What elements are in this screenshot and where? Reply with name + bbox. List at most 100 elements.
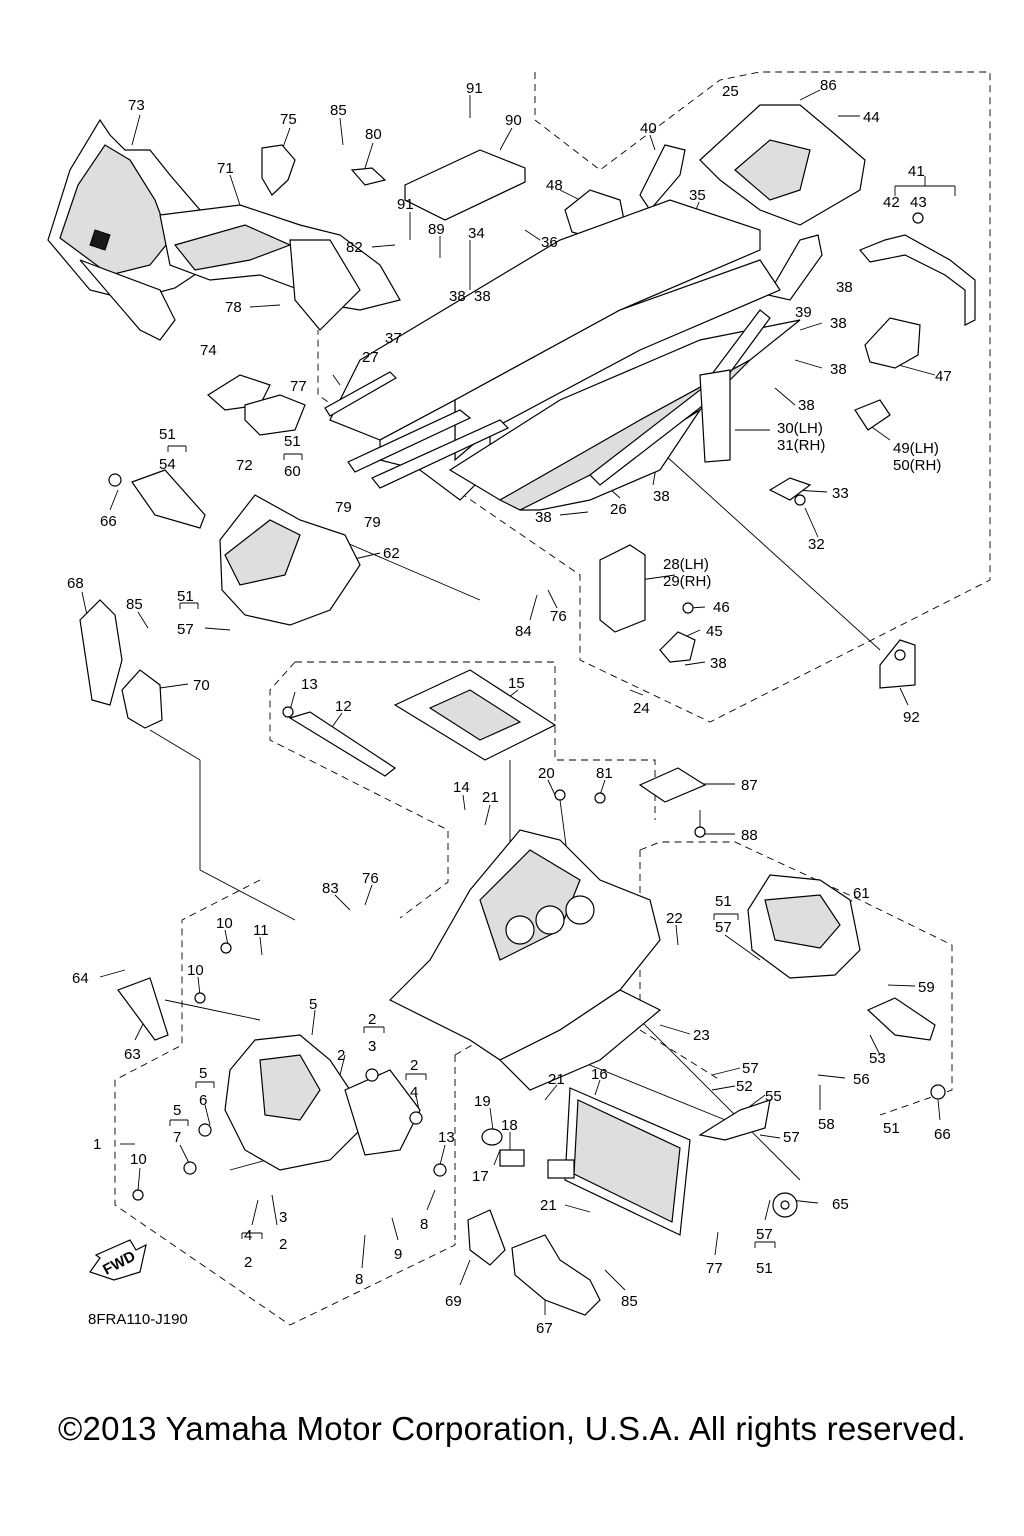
part-55-plate [698,1099,771,1141]
callout: 52 [736,1078,753,1095]
callout: 44 [863,109,880,126]
callout: 74 [200,342,217,359]
callout: 10 [216,915,233,932]
callout: 51 [159,426,176,443]
callout: 21 [548,1071,565,1088]
callout: 46 [713,599,730,616]
callout: 13 [301,676,318,693]
callout: 86 [820,77,837,94]
callout: 11 [253,922,269,939]
callout: 87 [741,777,758,794]
part-74-72-pads [206,374,306,436]
callout: 3 [279,1209,287,1226]
callout: 57 [177,621,194,638]
callout: 10 [130,1151,147,1168]
part-49-50-bracket [854,399,891,431]
callout: 69 [445,1293,462,1310]
callout: 36 [541,234,558,251]
callout: 55 [765,1088,782,1105]
fastener-icons [108,212,946,1201]
callout: 2 [279,1236,287,1253]
part-callouts: 91 90 86 25 44 73 85 80 75 40 71 48 35 4… [67,77,952,1337]
part-47-plate [864,317,921,369]
callout: 60 [284,463,301,480]
callout: 89 [428,221,445,238]
callout: 2 [368,1011,376,1028]
callout: 79 [364,514,381,531]
callout: 57 [783,1129,800,1146]
part-15-plate [393,669,557,761]
callout: 20 [538,765,555,782]
part-54-plate [131,469,206,529]
callout: 8 [355,1271,363,1288]
callout: 71 [217,160,234,177]
callout: 81 [596,765,613,782]
part-main-tunnel [329,199,801,511]
callout: 77 [706,1260,723,1277]
callout: 26 [610,501,627,518]
part-80-stay [350,167,387,186]
callout: 28(LH) [663,556,709,573]
callout: 57 [715,919,732,936]
part-79-rails [347,409,510,489]
callout: 45 [706,623,723,640]
callout: 78 [225,299,242,316]
callout: 33 [832,485,849,502]
callout: 5 [309,996,317,1013]
callout: 64 [72,970,89,987]
callout: 92 [903,709,920,726]
callout: 72 [236,457,253,474]
callout: 15 [508,675,525,692]
callout: 38 [830,361,847,378]
callout: 23 [693,1027,710,1044]
part-41-tube [859,234,976,326]
part-65-hub [772,1192,798,1218]
callout: 30(LH) [777,420,823,437]
callout: 6 [199,1092,207,1109]
callout: 4 [410,1084,418,1101]
callout: 18 [501,1117,518,1134]
callout: 58 [818,1116,835,1133]
diagram-code: 8FRA110-J190 [88,1311,188,1328]
callout: 91 [397,196,414,213]
part-40-bracket [639,144,686,211]
callout: 24 [633,700,650,717]
callout: 2 [337,1047,345,1064]
part-17-18-19 [481,1128,575,1179]
callout: 61 [853,885,870,902]
part-45-plate [659,631,696,663]
callout: 79 [335,499,352,516]
part-39-gusset [767,234,823,301]
callout: 29(RH) [663,573,711,590]
callout: 5 [173,1102,181,1119]
callout: 38 [474,288,491,305]
callout: 38 [836,279,853,296]
part-30-31-bracket [699,369,731,463]
callout: 38 [710,655,727,672]
part-33-plate [768,477,812,501]
callout: 10 [187,962,204,979]
callout: 77 [290,378,307,395]
callout: 90 [505,112,522,129]
callout: 47 [935,368,952,385]
callout: 34 [468,225,485,242]
callout: 85 [621,1293,638,1310]
callout: 70 [193,677,210,694]
callout: 27 [362,349,379,366]
callout: 51 [756,1260,773,1277]
callout: 76 [550,608,567,625]
callout: 1 [93,1136,101,1153]
exploded-parts-diagram: FWD 91 90 86 25 44 73 85 80 75 40 71 48 … [47,71,991,1337]
callout: 39 [795,304,812,321]
callout: 31(RH) [777,437,825,454]
callout: 57 [742,1060,759,1077]
callout: 65 [832,1196,849,1213]
callout: 85 [330,102,347,119]
callout: 48 [546,177,563,194]
callout: 49(LH) [893,440,939,457]
callout: 50(RH) [893,457,941,474]
callout: 57 [756,1226,773,1243]
callout: 38 [449,288,466,305]
callout: 51 [883,1120,900,1137]
callout: 12 [335,698,352,715]
